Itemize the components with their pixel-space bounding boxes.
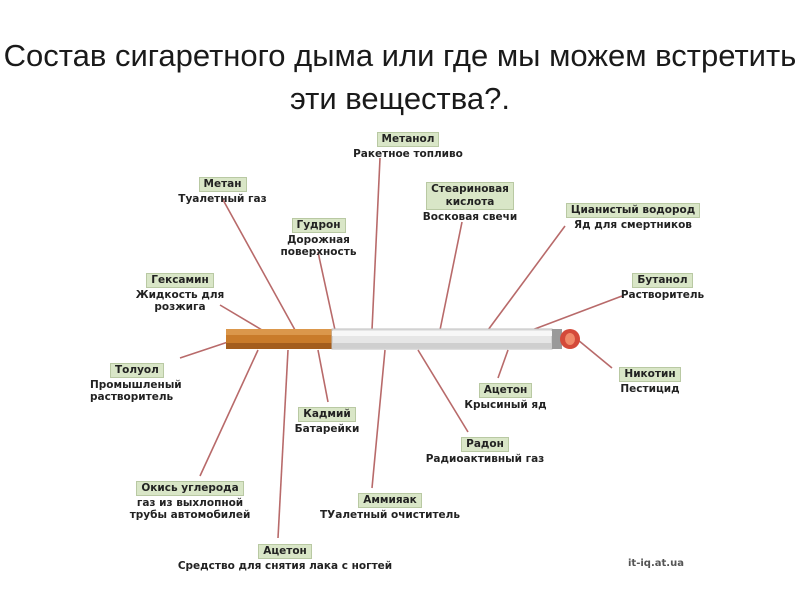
label-aceton2: Ацетон Средство для снятия лака с ногтей [125,539,445,572]
label-gudron: Гудрон Дорожная поверхность [256,213,381,258]
label-desc: Радиоактивный газ [425,453,545,465]
line-nikotin [577,339,613,369]
label-desc: Пестицид [620,383,680,395]
line-stearin [439,221,463,331]
label-okis: Окись углерода газ из выхлопной трубы ав… [100,476,280,521]
label-name: Бутанол [632,273,693,288]
label-name: Ацетон [258,544,312,559]
cigarette-ash [552,329,562,349]
label-desc: Промышленый растворитель [90,379,182,403]
label-butanol: Бутанол Растворитель [595,268,730,301]
cigarette-paper-highlight [332,331,552,336]
cigarette-filter-dark [226,343,332,349]
label-ammiak: Аммияак ТУалетный очиститель [285,488,495,521]
label-name: Гексамин [146,273,214,288]
line-kadmiy [317,349,329,403]
watermark: it-iq.at.ua [628,558,684,569]
label-desc: Растворитель [620,289,705,301]
label-desc: Дорожная поверхность [280,234,357,258]
label-name: Гудрон [291,218,346,233]
line-butanol [531,295,623,331]
line-aceton1 [497,349,509,379]
cigarette-paper-shadow [332,343,552,348]
label-name: Никотин [619,367,681,382]
label-desc: Яд для смертников [574,219,692,231]
label-desc: Средство для снятия лака с ногтей [177,560,393,572]
line-metan [221,197,296,331]
line-toluol [179,341,229,359]
label-desc: Батарейки [294,423,360,435]
line-radon [417,349,469,433]
line-geksamin [219,304,263,331]
label-desc: газ из выхлопной трубы автомобилей [129,497,251,521]
line-okis [199,349,259,477]
label-desc: ТУалетный очиститель [320,509,460,521]
label-name: Окись углерода [136,481,244,496]
slide-title: Состав сигаретного дыма или где мы можем… [3,38,797,116]
label-name: Стеариновая кислота [426,182,514,210]
connector-lines [179,157,623,539]
label-name: Ацетон [478,383,533,398]
label-desc: Туалетный газ [178,193,267,205]
line-metanol [371,157,381,331]
label-name: Аммияак [358,493,422,508]
label-aceton1: Ацетон Крысиный яд [448,378,563,411]
cigarette-ember-glow [565,333,575,345]
label-cyan: Цианистый водород Яд для смертников [538,198,728,231]
label-nikotin: Никотин Пестицид [600,362,700,395]
line-cyan [487,225,566,331]
line-ammiak [371,349,386,489]
label-desc: Крысиный яд [464,399,547,411]
label-name: Цианистый водород [565,203,701,218]
label-name: Метан [198,177,247,192]
label-metan: Метан Туалетный газ [140,172,305,205]
label-radon: Радон Радиоактивный газ [400,432,570,465]
label-desc: Ракетное топливо [353,148,463,160]
label-desc: Восковая свечи [422,211,518,223]
cigarette-filter-shade [226,329,332,335]
line-gudron [317,251,336,331]
label-stearin: Стеариновая кислота Восковая свечи [400,182,540,223]
cigarette [226,328,580,350]
label-name: Метанол [376,132,440,147]
label-desc: Жидкость для розжига [135,289,225,313]
label-name: Толуол [110,363,164,378]
label-toluol: Толуол Промышленый растворитель [90,358,220,403]
label-name: Радон [461,437,509,452]
label-geksamin: Гексамин Жидкость для розжига [110,268,250,313]
label-kadmiy: Кадмий Батарейки [272,402,382,435]
line-aceton2 [277,349,289,539]
label-name: Кадмий [298,407,356,422]
label-metanol: Метанол Ракетное топливо [318,127,498,160]
